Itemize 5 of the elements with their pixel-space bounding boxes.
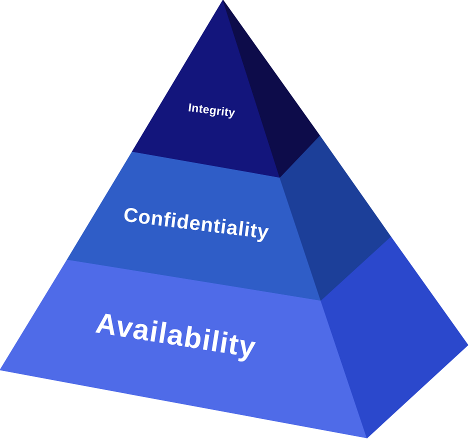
- tier-label: Integrity: [186, 103, 236, 120]
- tier-label: Availability: [94, 309, 258, 363]
- tier-label: Confidentiality: [122, 205, 270, 243]
- pyramid-tier: [132, 0, 320, 178]
- pyramid-tier: [67, 136, 391, 301]
